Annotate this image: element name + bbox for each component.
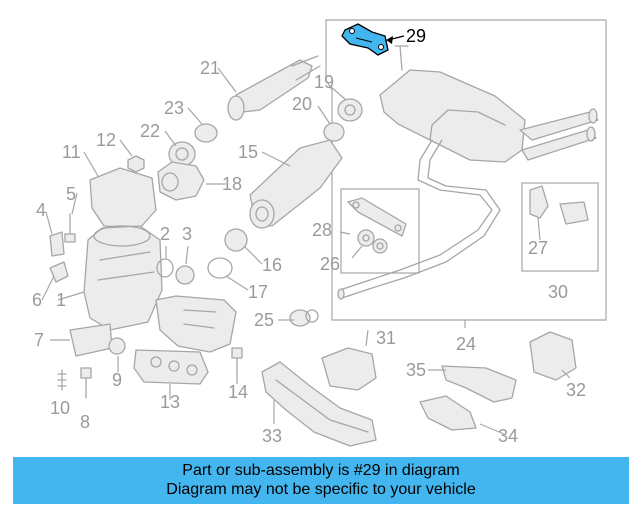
label-17: 17	[248, 282, 268, 302]
label-22: 22	[140, 121, 160, 141]
heat-shield-part-11	[89, 167, 157, 229]
label-6: 6	[32, 290, 42, 310]
leader-lines	[41, 67, 571, 435]
muffler-section-outline	[325, 19, 607, 321]
label-10: 10	[50, 398, 70, 418]
label-16: 16	[262, 255, 282, 275]
label-19: 19	[314, 72, 334, 92]
bracket-part-32	[529, 331, 577, 381]
converter-part-15	[249, 139, 343, 229]
gasket-part-2	[156, 258, 174, 278]
nut-part-12	[127, 155, 145, 173]
label-14: 14	[228, 382, 248, 402]
heat-shield-part-33	[261, 361, 377, 447]
stud-part-10	[57, 369, 67, 391]
label-30: 30	[548, 282, 568, 302]
heat-shield-part-35	[441, 365, 517, 403]
front-pipe-part-21	[227, 55, 321, 121]
label-28: 28	[312, 220, 332, 240]
label-7: 7	[34, 330, 44, 350]
label-26: 26	[320, 254, 340, 274]
heat-shield-part-31	[321, 347, 377, 391]
bracket-box-26-28	[340, 188, 420, 274]
clamp-part-16	[224, 228, 248, 252]
label-20: 20	[292, 94, 312, 114]
label-4: 4	[36, 200, 46, 220]
label-31: 31	[376, 328, 396, 348]
ring-part-3	[175, 265, 195, 285]
rubber-mount-part-26	[357, 229, 388, 254]
bracket-part-29	[341, 23, 389, 56]
label-27: 27	[528, 238, 548, 258]
manifold-part-1	[83, 225, 163, 331]
exhaust-pipe-part	[337, 139, 501, 300]
washer-part-9	[108, 337, 126, 355]
arrowhead-29	[386, 36, 393, 44]
rear-muffler-part	[379, 45, 599, 163]
label-13: 13	[160, 392, 180, 412]
label-8: 8	[80, 412, 90, 432]
label-9: 9	[112, 370, 122, 390]
label-15: 15	[238, 142, 258, 162]
label-29: 29	[406, 26, 426, 46]
mount-part-7	[69, 323, 113, 357]
label-32: 32	[566, 380, 586, 400]
label-34: 34	[498, 426, 518, 446]
label-21: 21	[200, 58, 220, 78]
label-2: 2	[160, 224, 170, 244]
gasket-part-17	[207, 257, 233, 279]
label-33: 33	[262, 426, 282, 446]
label-3: 3	[182, 224, 192, 244]
bolt-part-5	[64, 213, 76, 243]
label-23: 23	[164, 98, 184, 118]
clamp-part-19	[337, 98, 363, 122]
info-banner: Part or sub-assembly is #29 in diagram D…	[13, 457, 629, 504]
banner-line-1: Part or sub-assembly is #29 in diagram	[182, 462, 460, 479]
bolt-part-14	[231, 347, 243, 379]
label-1: 1	[56, 290, 66, 310]
label-24: 24	[456, 334, 476, 354]
gasket-part-13	[133, 349, 209, 385]
label-12: 12	[96, 130, 116, 150]
outlet-part-18	[157, 161, 205, 201]
gasket-part-20	[323, 122, 345, 142]
heat-shield-part-34	[419, 395, 477, 431]
bracket-box-27-30	[521, 182, 599, 272]
bracket-part-28	[347, 197, 407, 237]
label-11: 11	[62, 142, 81, 162]
label-18: 18	[222, 174, 242, 194]
label-25: 25	[254, 310, 274, 330]
gasket-part-23	[194, 123, 218, 143]
banner-line-2: Diagram may not be specific to your vehi…	[166, 481, 476, 498]
manifold-section	[155, 295, 237, 353]
bracket-part-4	[49, 231, 65, 257]
label-35: 35	[406, 360, 426, 380]
label-5: 5	[66, 184, 76, 204]
clamp-part-25	[289, 309, 319, 327]
hanger-part-27	[529, 185, 589, 225]
bolt-part-8	[80, 367, 92, 399]
